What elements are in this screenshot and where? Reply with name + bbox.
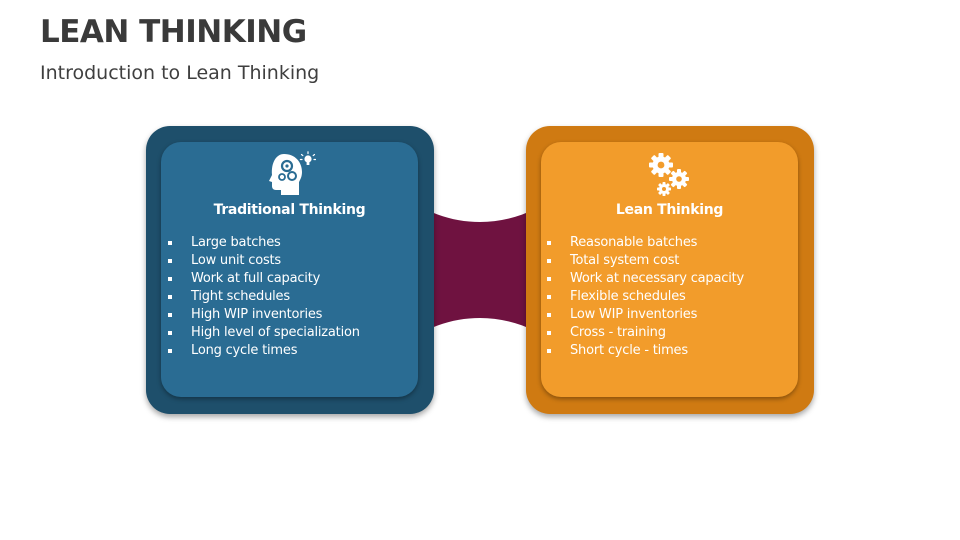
- list-item: Low WIP inventories: [544, 306, 744, 324]
- list-item: Cross - training: [544, 324, 744, 342]
- lean-card-title: Lean Thinking: [615, 202, 724, 218]
- gears-icon: [648, 153, 689, 196]
- card-connector: [400, 192, 560, 348]
- slide-title: LEAN THINKING: [40, 14, 307, 50]
- list-item: Large batches: [165, 234, 360, 252]
- lean-card-panel: Lean Thinking Reasonable batches Total s…: [541, 142, 798, 397]
- list-item: Low unit costs: [165, 252, 360, 270]
- list-item: Reasonable batches: [544, 234, 744, 252]
- list-item: Work at full capacity: [165, 270, 360, 288]
- list-item: Tight schedules: [165, 288, 360, 306]
- list-item: High WIP inventories: [165, 306, 360, 324]
- traditional-list: Large batches Low unit costs Work at ful…: [165, 234, 360, 360]
- connector-shape: [400, 192, 560, 348]
- traditional-card: Traditional Thinking Large batches Low u…: [146, 126, 434, 414]
- list-item: High level of specialization: [165, 324, 360, 342]
- head-with-gears-and-bulb-icon: [268, 151, 316, 195]
- list-item: Long cycle times: [165, 342, 360, 360]
- slide-subtitle: Introduction to Lean Thinking: [40, 62, 320, 84]
- traditional-card-panel: Traditional Thinking Large batches Low u…: [161, 142, 418, 397]
- list-item: Short cycle - times: [544, 342, 744, 360]
- traditional-card-title: Traditional Thinking: [213, 202, 366, 218]
- list-item: Work at necessary capacity: [544, 270, 744, 288]
- list-item: Total system cost: [544, 252, 744, 270]
- lean-card: Lean Thinking Reasonable batches Total s…: [526, 126, 814, 414]
- lean-list: Reasonable batches Total system cost Wor…: [544, 234, 744, 360]
- list-item: Flexible schedules: [544, 288, 744, 306]
